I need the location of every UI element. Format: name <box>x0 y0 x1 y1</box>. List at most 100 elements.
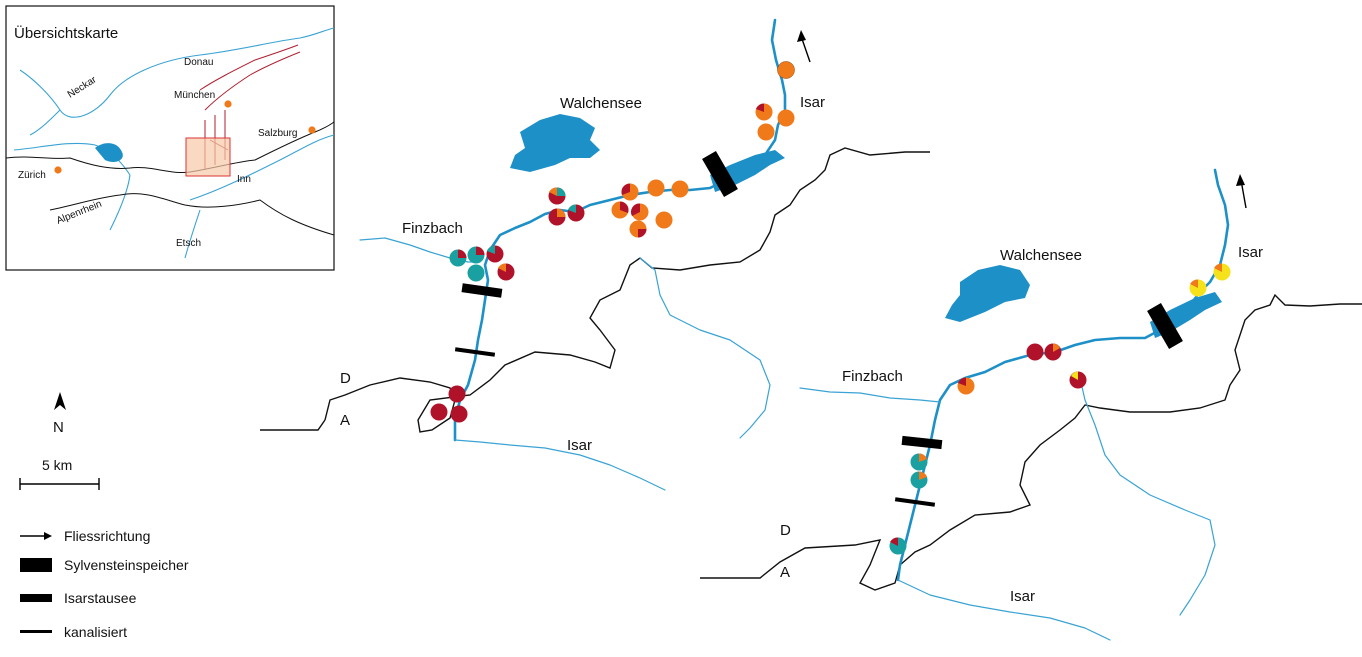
sylvensteinspeicher-icon <box>20 558 52 572</box>
sample-pie-slice <box>638 229 647 238</box>
inset-title: Übersichtskarte <box>14 24 118 42</box>
sample-pie-slice <box>620 201 629 213</box>
flow-arrow-head <box>797 30 806 42</box>
sample-pie <box>777 61 795 79</box>
inset-river-inn <box>189 134 335 201</box>
isar-lower <box>454 439 666 491</box>
label-isar-bottom: Isar <box>1010 588 1035 605</box>
label-country-a: A <box>780 564 790 581</box>
inset-lake <box>95 143 123 163</box>
scale-bar: 5 km <box>19 457 100 490</box>
inset-label-inn: Inn <box>237 174 251 185</box>
sample-pie-slice <box>568 204 576 213</box>
north-label: N <box>53 419 64 436</box>
kanalisiert-marker <box>454 347 496 357</box>
legend: Fliessrichtung Sylvensteinspeicher Isars… <box>20 528 189 640</box>
city-marker-salzburg <box>308 126 316 134</box>
sample-pie <box>450 405 468 423</box>
inset-label-muenchen: München <box>174 90 215 101</box>
sample-pie-slice <box>890 537 898 546</box>
arrow-head-icon <box>44 532 52 540</box>
label-walchensee: Walchensee <box>1000 247 1082 264</box>
label-country-d: D <box>780 522 791 539</box>
sample-pie <box>757 123 775 141</box>
sample-pie-slice <box>630 203 640 216</box>
label-isar-top: Isar <box>800 94 825 111</box>
sample-pie-slice <box>498 263 506 272</box>
inset-river-neckar <box>29 109 61 136</box>
inset-river-etsch <box>184 209 201 259</box>
legend-item-isarstausee: Isarstausee <box>20 590 137 606</box>
finzbach-river <box>359 237 481 263</box>
isar-river <box>896 168 1230 582</box>
sample-pie <box>467 264 485 282</box>
sample-pie-slice <box>919 471 927 480</box>
scale-label: 5 km <box>42 457 72 473</box>
legend-label: kanalisiert <box>64 624 127 640</box>
inset-catchment-line <box>199 44 299 91</box>
sample-pies-left <box>430 61 795 423</box>
sample-pie-slice <box>919 453 927 462</box>
sample-pie <box>448 385 466 403</box>
map-right: Walchensee Isar Finzbach Isar D A <box>700 168 1362 641</box>
sample-pie-slice <box>1053 343 1060 352</box>
sample-pie <box>1026 343 1044 361</box>
sample-pie-slice <box>557 187 566 196</box>
sample-pies-right <box>889 263 1231 555</box>
label-isar-top: Isar <box>1238 244 1263 261</box>
sylvensteinspeicher-marker <box>1147 302 1183 350</box>
legend-label: Sylvensteinspeicher <box>64 557 189 573</box>
isar-river <box>453 18 787 442</box>
inset-river-rhein <box>13 142 131 176</box>
scale-line <box>19 478 100 490</box>
inset-map: Übersichtskarte Donau Neckar München Sal… <box>5 5 335 271</box>
legend-item-fliessrichtung: Fliessrichtung <box>20 528 150 544</box>
inset-label-etsch: Etsch <box>176 238 201 249</box>
north-arrow-icon <box>54 392 66 410</box>
inset-label-zuerich: Zürich <box>18 170 46 181</box>
sample-pie-slice <box>557 208 566 217</box>
sample-pie <box>430 403 448 421</box>
legend-label: Isarstausee <box>64 590 137 606</box>
legend-item-sylvensteinspeicher: Sylvensteinspeicher <box>20 557 189 573</box>
country-border <box>260 419 326 431</box>
sample-pie <box>655 211 673 229</box>
sylvensteinspeicher-marker <box>702 150 738 198</box>
finzbach-river <box>799 387 941 403</box>
city-marker-zuerich <box>54 166 62 174</box>
sample-pie <box>671 180 689 198</box>
isarstausee-marker <box>901 435 943 450</box>
tributary <box>639 257 771 439</box>
label-finzbach: Finzbach <box>402 220 463 237</box>
inset-frame <box>5 5 335 271</box>
label-isar-bottom: Isar <box>567 437 592 454</box>
isarstausee-marker <box>461 283 503 298</box>
city-marker-muenchen <box>224 100 232 108</box>
sample-pie-slice <box>549 187 557 196</box>
inset-river-alpenrhein <box>109 174 131 231</box>
walchensee-lake <box>510 114 600 172</box>
sample-pie-slice <box>476 246 485 255</box>
label-finzbach: Finzbach <box>842 368 903 385</box>
sample-pie-slice <box>1214 263 1222 272</box>
sample-pie <box>647 179 665 197</box>
sample-pie-slice <box>1071 371 1078 380</box>
inset-study-area <box>185 137 231 177</box>
isar-lower <box>897 579 1111 641</box>
sample-pie-slice <box>756 103 764 112</box>
kanalisiert-marker <box>894 497 936 507</box>
sample-pie-slice <box>1190 279 1198 288</box>
isarstausee-icon <box>20 594 52 602</box>
walchensee-lake <box>945 265 1030 322</box>
inset-label-salzburg: Salzburg <box>258 128 297 139</box>
sample-pie-slice <box>621 183 630 195</box>
label-walchensee: Walchensee <box>560 95 642 112</box>
legend-item-kanalisiert: kanalisiert <box>20 624 127 640</box>
flow-arrow-head <box>1236 174 1245 186</box>
inset-border-south <box>49 193 335 236</box>
north-arrow: N <box>53 392 66 436</box>
inset-river-donau <box>19 27 335 118</box>
sample-pie-slice <box>958 377 966 386</box>
map-left: Walchensee Isar Finzbach Isar D A <box>260 18 930 491</box>
